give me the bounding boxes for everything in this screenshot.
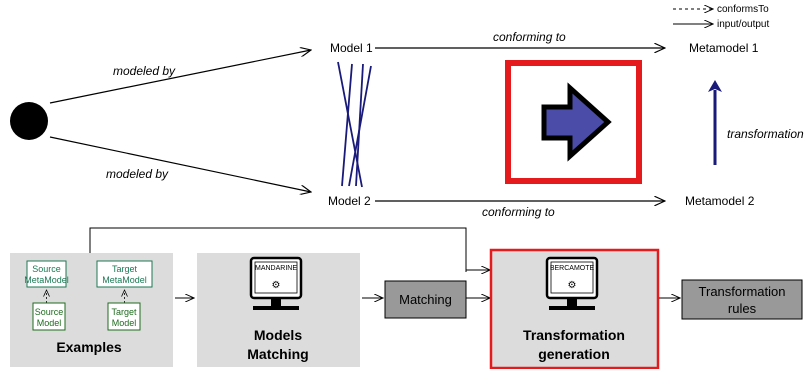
transformation-generation-title-1: Transformation xyxy=(523,327,625,343)
target-metamodel-box xyxy=(96,260,153,288)
target-model-line1: Target xyxy=(111,307,137,317)
transformation-rules-line1: Transformation xyxy=(699,284,786,299)
source-metamodel-line2: MetaModel xyxy=(24,275,69,285)
transformation-rules-line2: rules xyxy=(728,301,757,316)
target-model-line2: Model xyxy=(112,318,137,328)
right-arrow-icon xyxy=(541,82,612,162)
bercamote-screen-label: BERCAMOTE xyxy=(550,265,595,272)
models-matching-title-1: Models xyxy=(254,327,302,343)
transformation-generation-panel: BERCAMOTE ⚙ Transformation generation xyxy=(489,248,660,369)
examples-connector xyxy=(89,227,467,272)
legend-conforms-label: conformsTo xyxy=(717,4,769,15)
metamodel-2-label: Metamodel 2 xyxy=(685,194,755,208)
target-model-box xyxy=(107,302,141,331)
legend-io-label: input/output xyxy=(717,19,769,30)
transformation-arrowhead xyxy=(708,80,722,92)
modeled-by-arrow-1 xyxy=(49,50,311,104)
examples-title: Examples xyxy=(56,339,122,355)
modeled-by-arrow-2 xyxy=(49,136,311,192)
models-matching-panel: MANDARINE ⚙ Models Matching xyxy=(197,253,360,367)
source-metamodel-line1: Source xyxy=(32,264,61,274)
modeled-by-label-2: modeled by xyxy=(106,167,169,181)
models-matching-title-2: Matching xyxy=(247,346,308,362)
source-model-box xyxy=(32,302,66,331)
conforming-label-1: conforming to xyxy=(493,30,566,44)
source-model-line1: Source xyxy=(35,307,64,317)
source-metamodel-box xyxy=(26,260,67,288)
matching-label: Matching xyxy=(399,292,452,307)
origin-node xyxy=(10,102,48,140)
model-mapping-lines xyxy=(337,61,372,188)
target-metamodel-line2: MetaModel xyxy=(102,275,147,285)
transformation-rules-box xyxy=(681,279,803,320)
modeled-by-label-1: modeled by xyxy=(113,64,176,78)
model-1-label: Model 1 xyxy=(330,41,373,55)
metamodel-1-label: Metamodel 1 xyxy=(689,41,759,55)
model-2-label: Model 2 xyxy=(328,194,371,208)
conforming-label-2: conforming to xyxy=(482,205,555,219)
source-model-line2: Model xyxy=(37,318,62,328)
transformation-generation-title-2: generation xyxy=(538,346,610,362)
mandarine-screen-label: MANDARINE xyxy=(255,265,297,272)
examples-panel: Source MetaModel Target MetaModel Source… xyxy=(10,253,173,367)
legend: conformsTo input/output xyxy=(673,4,769,30)
computer-icon: BERCAMOTE ⚙ xyxy=(545,256,599,310)
target-metamodel-line1: Target xyxy=(112,264,138,274)
gear-icon: ⚙ xyxy=(568,280,577,291)
matching-box xyxy=(384,280,467,319)
transformation-label: transformation xyxy=(727,127,804,141)
computer-icon: MANDARINE ⚙ xyxy=(249,256,303,310)
gear-icon: ⚙ xyxy=(272,280,281,291)
